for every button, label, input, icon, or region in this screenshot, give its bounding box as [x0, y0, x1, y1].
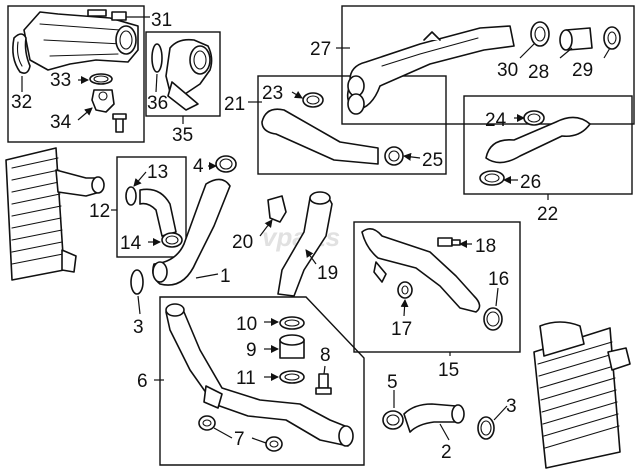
clamp-part-29 — [603, 26, 621, 50]
callout-20: 20 — [232, 232, 253, 253]
callout-4: 4 — [193, 156, 204, 177]
callout-26: 26 — [520, 172, 541, 193]
callout-2: 2 — [441, 442, 452, 463]
intake-pipe-part-27 — [346, 25, 515, 115]
oring-part-3a — [130, 269, 144, 295]
oring-part-13 — [125, 186, 137, 206]
oring-part-3b — [477, 416, 495, 440]
bolt-part-18 — [437, 237, 461, 247]
clamp-part-10 — [279, 316, 305, 330]
callout-22: 22 — [537, 204, 558, 225]
callout-18: 18 — [475, 236, 496, 257]
clamp-part-11 — [279, 370, 305, 384]
sleeve-part-9 — [279, 334, 305, 359]
callout-23: 23 — [262, 83, 283, 104]
hose-sleeve-part-28 — [559, 27, 593, 51]
group-frame-12 — [116, 156, 187, 258]
leader-lines — [21, 16, 611, 444]
callout-9: 9 — [246, 340, 257, 361]
callout-13: 13 — [147, 162, 168, 183]
clamp-part-14 — [161, 232, 183, 248]
group-frame-31 — [7, 5, 145, 143]
grommet-part-7b — [265, 436, 283, 452]
clamp-part-24 — [523, 110, 545, 126]
group-frame-27 — [341, 5, 635, 125]
hose-part-21 — [261, 108, 379, 165]
callout-16: 16 — [488, 269, 509, 290]
clamp-part-23 — [302, 92, 324, 108]
callout-30: 30 — [497, 60, 518, 81]
oring-part-16 — [483, 307, 503, 331]
bolt-part-8 — [315, 373, 332, 395]
callout-35: 35 — [172, 125, 193, 146]
callout-15: 15 — [438, 360, 459, 381]
callout-27: 27 — [310, 39, 331, 60]
callout-8: 8 — [320, 345, 331, 366]
grommet-part-17 — [397, 281, 413, 299]
clamp-part-30 — [530, 21, 550, 47]
callout-31: 31 — [151, 10, 172, 31]
callout-1: 1 — [220, 266, 231, 287]
group-frame-6 — [159, 296, 365, 466]
clamp-part-4 — [215, 155, 237, 173]
hose-part-12 — [139, 188, 177, 237]
gasket-part-32 — [12, 33, 31, 74]
callout-12: 12 — [89, 201, 110, 222]
hose-part-22 — [485, 116, 591, 164]
callout-6: 6 — [137, 371, 148, 392]
oring-part-33 — [89, 73, 113, 85]
callout-32: 32 — [11, 92, 32, 113]
callout-7: 7 — [234, 429, 245, 450]
callout-21: 21 — [224, 94, 245, 115]
clamp-part-5 — [382, 410, 404, 430]
grommet-part-7a — [198, 415, 216, 431]
intercooler-right — [533, 321, 631, 469]
callout-17: 17 — [391, 319, 412, 340]
callout-10: 10 — [236, 314, 257, 335]
hose-part-1 — [152, 178, 231, 286]
callout-14: 14 — [120, 233, 142, 254]
callout-5: 5 — [387, 372, 398, 393]
callout-33: 33 — [50, 70, 71, 91]
group-frame-15 — [353, 221, 521, 353]
callout-19: 19 — [317, 263, 338, 284]
clamp-part-26 — [479, 170, 505, 186]
callout-3a: 3 — [133, 317, 144, 338]
callout-24: 24 — [485, 110, 507, 131]
callout-29: 29 — [572, 60, 593, 81]
flange-part-34 — [91, 89, 127, 133]
callout-3b: 3 — [506, 396, 517, 417]
callout-36: 36 — [147, 93, 168, 114]
callout-11: 11 — [236, 368, 256, 389]
callout-25: 25 — [422, 150, 443, 171]
intercooler-left — [5, 147, 105, 281]
clamp-part-25 — [384, 146, 404, 166]
callout-34: 34 — [50, 112, 72, 133]
throttle-body-part-35 — [165, 38, 213, 111]
pipe-part-15 — [361, 228, 481, 313]
manifold-housing-part-31 — [23, 9, 139, 71]
bracket-part-20 — [267, 195, 287, 223]
hose-part-2 — [403, 403, 459, 433]
gasket-part-36 — [151, 43, 163, 73]
callout-28: 28 — [528, 62, 549, 83]
